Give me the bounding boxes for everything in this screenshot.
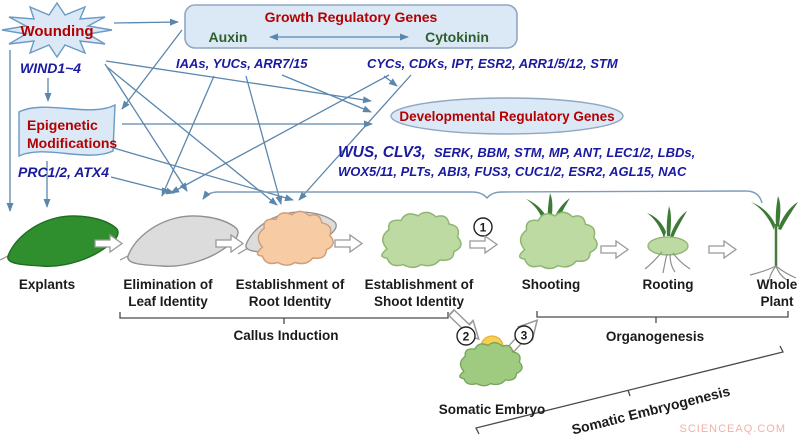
explants-label: Explants <box>19 277 75 292</box>
step-three-number: 3 <box>521 329 528 343</box>
stage-labels: Explants Elimination of Leaf Identity Es… <box>19 277 798 309</box>
developmental-genes-line1-lead: WUS, CLV3, <box>338 144 426 161</box>
root-stage-petiole <box>237 247 249 255</box>
developmental-regulatory-genes-box: Developmental Regulatory Genes WUS, CLV3… <box>338 97 695 179</box>
shooting-label: Shooting <box>522 277 580 292</box>
developmental-genes-brace-arrow <box>202 190 763 204</box>
auxin-genes-list: IAAs, YUCs, ARR7/15 <box>176 56 308 71</box>
arrow-auxin-genes-to-developmental <box>281 74 372 113</box>
stage-arrow-6 <box>708 240 737 259</box>
step-two-circle <box>456 326 476 346</box>
wounding-node: Wounding WIND1~4 <box>1 1 113 76</box>
arrow-prc-to-leaf-identity <box>110 176 175 195</box>
shooting-stage <box>518 193 598 270</box>
arrow-epigenetic-to-root-identity <box>109 146 294 202</box>
explants-stage <box>0 215 119 267</box>
arrow-growth-to-epigenetic <box>121 29 183 110</box>
step-three-circle <box>514 325 534 345</box>
step-one-circle <box>473 217 493 237</box>
wounding-label: Wounding <box>20 23 93 40</box>
leaf-elimination-label-line1: Elimination of <box>123 277 213 292</box>
wounding-genes-label: WIND1~4 <box>20 60 81 76</box>
growth-regulatory-genes-box: Growth Regulatory Genes Auxin Cytokinin … <box>176 4 619 71</box>
rooting-stage <box>644 206 691 274</box>
arrow-cytokinin-genes-to-root-identity <box>298 74 412 201</box>
plant-root <box>768 265 777 281</box>
shoot-callus-cloud <box>381 211 462 269</box>
rooting-root <box>669 253 676 273</box>
epigenetic-node: Epigenetic Modifications PRC1/2, ATX4 <box>18 103 117 180</box>
developmental-box-title: Developmental Regulatory Genes <box>399 109 614 124</box>
rooting-callus <box>647 236 689 256</box>
plant-root <box>775 265 797 279</box>
callus-induction-label: Callus Induction <box>233 328 338 343</box>
rooting-root <box>644 251 663 270</box>
shoot-identity-label-line2: Shoot Identity <box>374 294 464 309</box>
developmental-genes-line1: SERK, BBM, STM, MP, ANT, LEC1/2, LBDs, <box>434 145 695 160</box>
rooting-blade <box>647 213 666 238</box>
epigenetic-banner-shape <box>18 103 116 158</box>
plant-blade <box>751 202 775 230</box>
cytokinin-genes-list: CYCs, CDKs, IPT, ESR2, ARR1/5/12, STM <box>367 56 619 71</box>
somatic-embryogenesis-bracket <box>475 345 784 435</box>
rooting-blade <box>670 211 687 238</box>
developmental-genes-line2: WOX5/11, PLTs, ABI3, FUS3, CUC1/2, ESR2,… <box>338 164 687 179</box>
epigenetic-genes-label: PRC1/2, ATX4 <box>18 164 109 180</box>
plant-blade <box>778 202 798 230</box>
stage-arrow-5 <box>600 240 629 259</box>
whole-plant-label-line1: Whole <box>757 277 798 292</box>
organogenesis-bracket <box>536 311 789 323</box>
whole-plant-stage <box>749 196 798 281</box>
root-identity-label-line2: Root Identity <box>249 294 332 309</box>
plant-blade <box>775 196 781 227</box>
step-one-number: 1 <box>480 221 487 235</box>
arrow-cytokinin-genes-to-developmental <box>383 75 398 87</box>
step-two-number: 2 <box>463 330 470 344</box>
arrow-wounding-to-leaf-identity <box>104 63 188 192</box>
step-one-marker: 1 <box>473 217 493 237</box>
leaf-elimination-label-line2: Leaf Identity <box>128 294 208 309</box>
phase-brackets: Callus Induction Organogenesis Somatic E… <box>119 311 789 438</box>
root-identity-label-line1: Establishment of <box>236 277 345 292</box>
callus-induction-bracket <box>119 312 449 324</box>
somatic-embryo-branch: 2 3 Somatic Embryo <box>439 305 546 417</box>
shoot-identity-stage <box>381 211 462 269</box>
plant-root <box>749 265 777 276</box>
root-identity-stage <box>237 210 337 266</box>
growth-box-title: Growth Regulatory Genes <box>265 9 438 25</box>
epigenetic-label-line1: Epigenetic <box>27 117 98 133</box>
epigenetic-label-line2: Modifications <box>27 135 117 151</box>
developmental-oval-shape <box>390 97 624 135</box>
somatic-embryo-label: Somatic Embryo <box>439 402 546 417</box>
plant-root <box>775 265 788 281</box>
watermark: SCIENCEAQ.COM <box>679 423 786 435</box>
organogenesis-label: Organogenesis <box>606 329 704 344</box>
rooting-root <box>672 252 691 270</box>
shooting-callus-cloud <box>518 211 598 270</box>
growth-box-shape <box>184 4 518 49</box>
wounding-burst-shape <box>1 1 113 59</box>
arrow-auxin-genes-to-leaf-identity <box>161 75 215 197</box>
rooting-blade <box>666 206 671 236</box>
rooting-label: Rooting <box>643 277 694 292</box>
regulatory-arrow-network <box>6 18 763 212</box>
arrow-wounding-to-root-identity <box>106 66 278 206</box>
shoot-identity-label-line1: Establishment of <box>365 277 474 292</box>
rooting-root <box>662 253 668 274</box>
arrow-wounding-to-growth-genes <box>113 18 179 26</box>
whole-plant-label-line2: Plant <box>760 294 794 309</box>
stage-arrow-4 <box>469 235 498 254</box>
stage-arrow-3 <box>334 234 363 253</box>
auxin-label: Auxin <box>209 29 248 45</box>
leaf-elimination-stage <box>119 215 239 267</box>
arrow-cytokinin-genes-to-leaf-identity <box>170 74 390 194</box>
arrow-auxin-genes-to-root-identity <box>245 75 283 205</box>
cytokinin-label: Cytokinin <box>425 29 489 45</box>
